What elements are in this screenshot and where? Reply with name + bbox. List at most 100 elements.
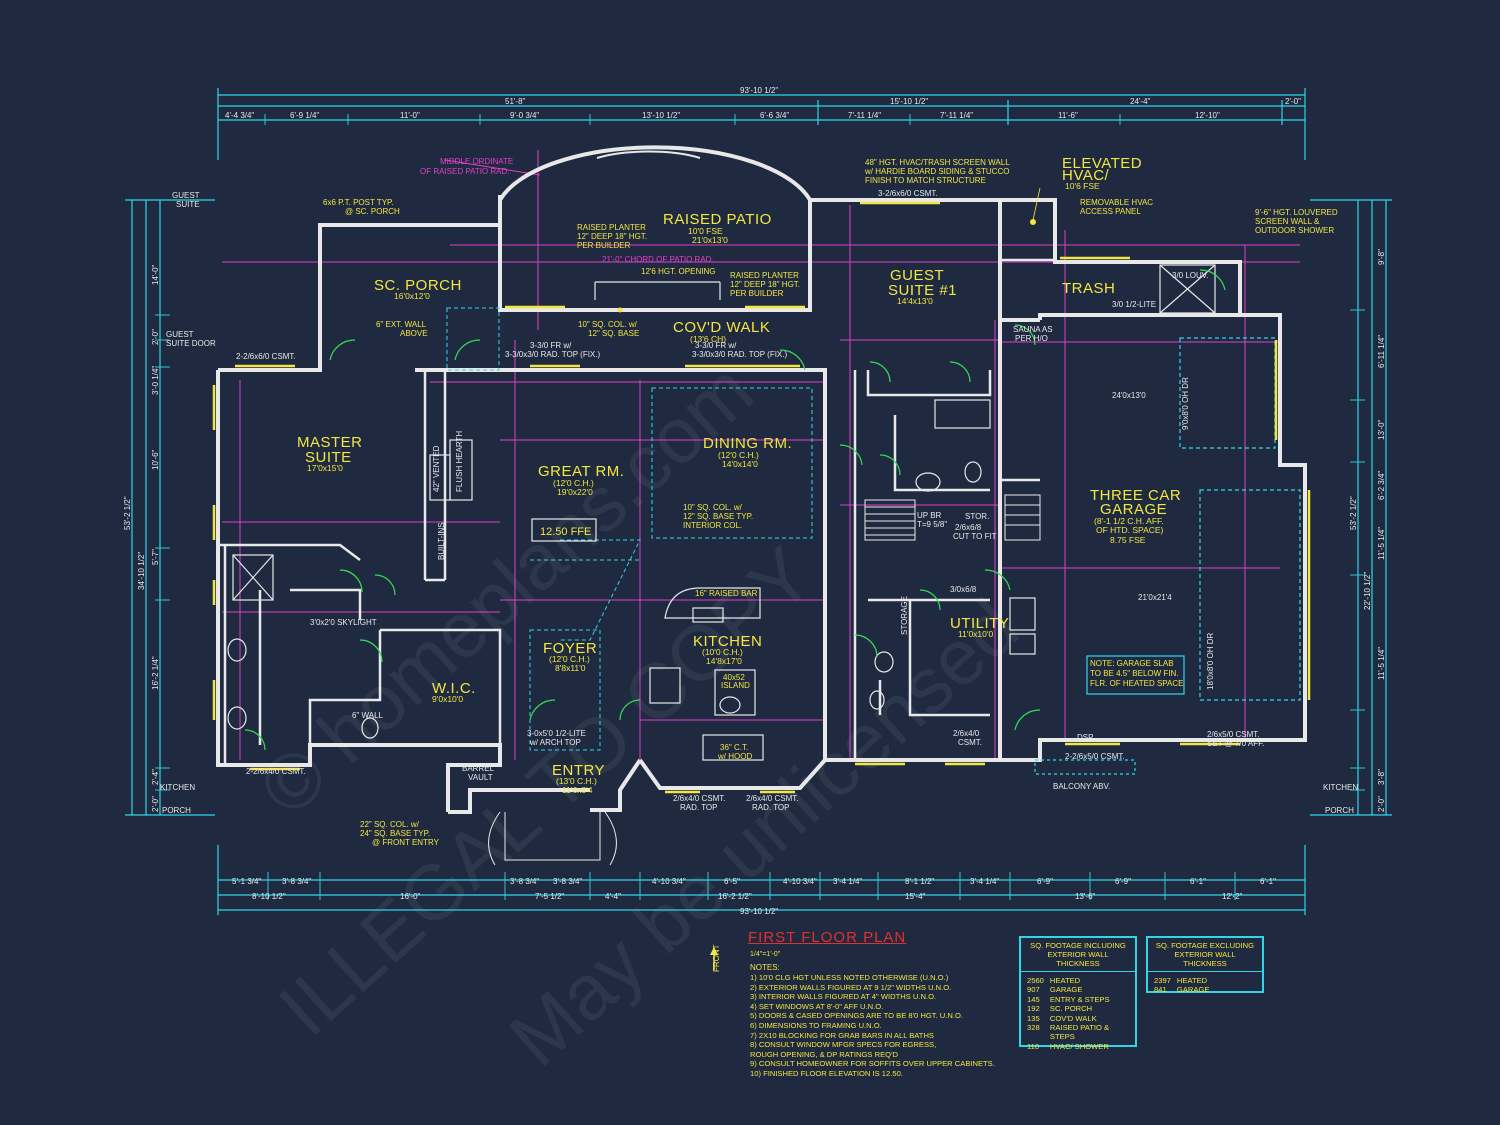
dim-bot-r1-10: 3'-4 1/4" — [970, 877, 999, 886]
sqft-value: 135 — [1027, 1013, 1040, 1023]
foyer-label: FOYER — [543, 640, 597, 657]
kitchen-porch-left-1: KITCHEN — [160, 783, 195, 792]
ct-hood-note-1: 36" C.T. — [720, 743, 748, 752]
north-arrow: FRONT — [710, 944, 721, 972]
sauna-note-2: PER H/O — [1015, 334, 1048, 343]
fireplace-hearth — [429, 439, 473, 501]
stairs — [488, 494, 1041, 866]
dim-left-1-8: 2'-0" — [151, 796, 160, 812]
csmt-bot3: 2-2/6x4/0 CSMT. — [246, 767, 306, 776]
utility-size: 11'0x10'0 — [958, 629, 994, 639]
csmt-bot1-1: 2/6x4/0 CSMT. — [673, 794, 725, 803]
sqft-value: 192 — [1027, 1004, 1040, 1014]
dim-right-1-6: 11'-5 1/4" — [1377, 647, 1386, 680]
covd-walk-ch: (13'6 CH) — [690, 334, 726, 344]
dim-bot-r1-14: 6'-1" — [1260, 877, 1276, 886]
balcony-note: BALCONY ABV. — [1053, 782, 1110, 791]
general-notes-list: 1) 10'0 CLG HGT UNLESS NOTED OTHERWISE (… — [750, 973, 995, 1079]
great-rm-size: 19'0x22'0 — [557, 487, 593, 497]
north-arrow-label: FRONT — [712, 944, 721, 972]
fr-rad2-1: 3-3/0 FR w/ — [695, 341, 737, 350]
ct-hood-note-2: w/ HOOD — [717, 752, 752, 761]
built-ins-note: BUILT-INS — [437, 522, 446, 560]
sqft-area: GARAGE — [1049, 985, 1083, 995]
louvered-note-1: 9'-6" HGT. LOUVERED — [1255, 208, 1338, 217]
dim-bot-r2-8: 12'-2" — [1222, 892, 1243, 901]
ffe-box — [531, 518, 597, 542]
dim-bot-r2-3: 7'-5 1/2" — [535, 892, 564, 901]
dim-left-1-2: 2'-0" — [151, 329, 160, 345]
kitchen-porch-right-2: PORCH — [1325, 806, 1354, 815]
dim-right-1-1: 9'-8" — [1377, 249, 1386, 265]
garage-ch-1: (8'-1 1/2 C.H. AFF. — [1094, 516, 1164, 526]
sqft-area: RAISED PATIO & STEPS — [1049, 1023, 1110, 1042]
sqft-including-heading: SQ. FOOTAGE INCLUDING EXTERIOR WALL THIC… — [1021, 938, 1135, 972]
entry-size: 11'6x8'4 — [562, 785, 593, 795]
dining-rm-ch: (12'0 C.H.) — [718, 450, 759, 460]
general-note: 7) 2X10 BLOCKING FOR GRAB BARS IN ALL BA… — [750, 1030, 934, 1040]
dim-bot-r1-8: 3'-4 1/4" — [833, 877, 862, 886]
dim-top-r1-1: 51'-8" — [505, 97, 526, 106]
dim-right-2: 22'-10 1/2" — [1363, 572, 1372, 610]
csmt-garage: 2-2/6x5/0 CSMT. — [1065, 752, 1125, 761]
island-note-2: ISLAND — [721, 681, 750, 690]
hvac-screen-note-2: w/ HARDIE BOARD SIDING & STUCCO — [864, 167, 1009, 176]
col-10-note-2: 12" SQ. BASE — [588, 329, 639, 338]
wall-note: 6" WALL — [352, 711, 384, 720]
covd-walk-label: COV'D WALK — [673, 319, 770, 336]
guest-suite-top-1: GUEST — [172, 191, 200, 200]
general-note: 5) DOORS & CASED OPENINGS ARE TO BE 8'0 … — [750, 1011, 964, 1021]
dim-right-1-8: 2'-0" — [1377, 796, 1386, 812]
dim-right-1-3: 13'-0" — [1377, 419, 1386, 440]
dimension-text: 93'-10 1/2" 51'-8" 15'-10 1/2" 24'-4" 2'… — [123, 86, 1386, 916]
col-22-note-3: @ FRONT ENTRY — [372, 838, 440, 847]
general-note: 3) INTERIOR WALLS FIGURED AT 4" WIDTHS U… — [750, 992, 937, 1002]
dim-top-r1-3: 24'-4" — [1130, 97, 1151, 106]
fr-rad-1: 3-3/0 FR w/ — [530, 341, 572, 350]
col-interior-note-1: 10" SQ. COL. w/ — [683, 503, 743, 512]
dim-top-total: 93'-10 1/2" — [740, 86, 778, 95]
dim-bot-r1-11: 6'-9" — [1037, 877, 1053, 886]
dim-right-total: 53'-2 1/2" — [1349, 496, 1358, 530]
sqft-value: 2560 — [1027, 976, 1044, 985]
guest-suite-door-2: SUITE DOOR — [166, 339, 216, 348]
sc-porch-label: SC. PORCH — [374, 277, 462, 294]
kitchen-size: 14'8x17'0 — [706, 656, 742, 666]
table-row: 135 COV'D WALK — [1027, 1014, 1129, 1023]
sqft-including-heading-1: SQ. FOOTAGE INCLUDING — [1030, 941, 1126, 950]
dim-top-r1-4: 2'-0" — [1285, 97, 1301, 106]
garage-fse: 8.75 FSE — [1110, 535, 1146, 545]
sqft-area: COV'D WALK — [1049, 1013, 1097, 1023]
col-22-note-2: 24" SQ. BASE TYP. — [360, 829, 430, 838]
trash-label: TRASH — [1062, 280, 1115, 297]
door-swings — [244, 269, 1226, 751]
fr-rad2-2: 3-3/0x3/0 RAD. TOP (FIX.) — [692, 350, 787, 359]
lite-12-note: 3/0 1/2-LITE — [1112, 300, 1156, 309]
garage-dim-1: 24'0x13'0 — [1112, 391, 1146, 400]
up-br-2: T=9 5/8" — [917, 520, 947, 529]
dim-left-1-3: 3'-0 1/4" — [151, 366, 160, 395]
dimension-lines — [125, 88, 1392, 915]
dim-top-r2-5: 13'-10 1/2" — [642, 111, 680, 120]
planter-1-note-1: RAISED PLANTER — [577, 223, 646, 232]
door-oh-1: 9'0x8'0 OH DR — [1181, 377, 1190, 430]
csmt-bot2-1: 2/6x4/0 CSMT. — [746, 794, 798, 803]
louvered-note-3: OUTDOOR SHOWER — [1255, 226, 1334, 235]
arch-top-note-2: w/ ARCH TOP — [529, 738, 581, 747]
sqft-value: 907 — [1027, 985, 1040, 995]
raised-bar-note: 16" RAISED BAR — [695, 589, 758, 598]
door-oh-2: 18'0x8'0 OH DR — [1206, 632, 1215, 690]
dim-bot-r1-6: 6'-5" — [724, 877, 740, 886]
wic-size: 9'0x10'0 — [432, 694, 463, 704]
sqft-area: ENTRY & STEPS — [1049, 994, 1110, 1004]
csmt-bot1-2: RAD. TOP — [680, 803, 718, 812]
col-22-note-1: 22" SQ. COL. w/ — [360, 820, 420, 829]
plan-title: FIRST FLOOR PLAN — [748, 929, 907, 946]
csmt-bot2-2: RAD. TOP — [752, 803, 790, 812]
